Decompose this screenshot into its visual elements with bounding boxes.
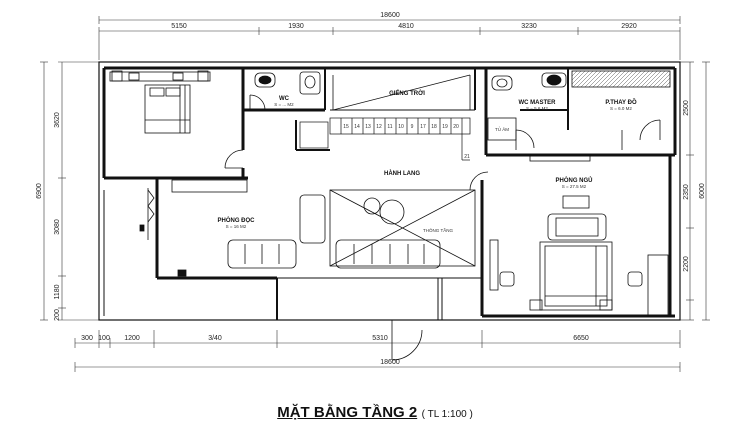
dim-left-seg-4: 200 xyxy=(54,309,61,321)
void-label: THÔNG TẦNG xyxy=(423,227,453,233)
stair-step-5: 11 xyxy=(387,124,392,130)
dim-bottom-seg-6: 6650 xyxy=(573,335,589,342)
drawing-scale: ( TL 1:100 ) xyxy=(421,409,473,420)
sink-icon xyxy=(541,72,567,88)
walls xyxy=(98,61,681,321)
drawing-title-block: MẶT BẰNG TẦNG 2 ( TL 1:100 ) xyxy=(0,404,750,422)
dim-left-seg-1: 3620 xyxy=(54,112,61,128)
dressing-room xyxy=(571,70,671,150)
dim-top-seg-3: 4810 xyxy=(398,23,414,30)
stair-step-12: 21 xyxy=(464,154,470,160)
stair-step-4: 12 xyxy=(376,124,382,130)
dim-top-seg-2: 1930 xyxy=(288,23,304,30)
skylight-label: GIẾNG TRỜI xyxy=(389,89,425,97)
bedroom-top-left xyxy=(109,70,244,169)
dim-top-seg-5: 2920 xyxy=(621,23,637,30)
dim-bottom-seg-5: 5310 xyxy=(372,335,388,342)
dim-top-seg-4: 3230 xyxy=(521,23,537,30)
hallway-label: HÀNH LANG xyxy=(384,170,420,177)
master-bedroom xyxy=(391,195,669,361)
hallway xyxy=(171,171,489,193)
dim-bottom-seg-4: 3/40 xyxy=(208,335,222,342)
drawing-title: MẶT BẰNG TẦNG 2 xyxy=(277,404,418,421)
dim-top-seg-1: 5150 xyxy=(171,23,187,30)
stair-step-7: 9 xyxy=(411,124,414,130)
dressing-area: S = 6.0 M2 xyxy=(610,106,632,111)
chair-icon xyxy=(627,271,643,287)
dim-right-seg-3: 2200 xyxy=(683,256,690,272)
stair-step-8: 17 xyxy=(420,124,426,130)
dim-bottom-seg-2: 100 xyxy=(98,335,110,342)
dim-left-total: 6900 xyxy=(36,183,43,199)
dim-top-total: 18600 xyxy=(380,12,400,19)
wc-label: WC xyxy=(279,96,290,102)
bedroom-label: PHÒNG NGỦ xyxy=(555,176,592,184)
stair-step-10: 19 xyxy=(442,124,448,130)
dim-right-seg-2: 2350 xyxy=(683,184,690,200)
dim-bottom-seg-1: 300 xyxy=(81,335,93,342)
nightstand-icon xyxy=(111,70,123,82)
dim-right-total: 6000 xyxy=(699,183,706,199)
stair-step-3: 13 xyxy=(365,124,371,130)
staircase xyxy=(299,117,471,161)
stair-step-9: 18 xyxy=(431,124,437,130)
sofa-icon xyxy=(547,213,607,241)
bed-icon xyxy=(539,241,613,311)
dim-right-seg-1: 2500 xyxy=(683,100,690,116)
stair-step-11: 20 xyxy=(453,124,459,130)
wc-room xyxy=(249,71,321,111)
wc-master-room xyxy=(487,72,591,162)
toilet-icon xyxy=(491,75,513,91)
chair-icon xyxy=(499,271,515,287)
bed-icon xyxy=(144,84,191,134)
dim-bottom-seg-3: 1200 xyxy=(124,335,140,342)
dim-left-seg-3: 1180 xyxy=(54,284,61,299)
sink-icon xyxy=(299,71,321,95)
dim-left-seg-2: 3080 xyxy=(54,219,61,235)
reading-room xyxy=(139,188,441,277)
sofa-icon xyxy=(227,239,297,269)
dim-bottom-total: 18600 xyxy=(380,359,400,366)
floor-plan: 18600 5150 1930 4810 3230 2920 300 100 1… xyxy=(36,12,710,372)
stair-step-1: 15 xyxy=(343,124,349,130)
dimension-lines xyxy=(40,16,710,372)
wc-area: S = ... M2 xyxy=(274,102,294,107)
wc-master-area: S = 5.6 M2 xyxy=(526,106,548,111)
wc-master-label: WC MASTER xyxy=(519,100,557,106)
dressing-label: P.THAY ĐỒ xyxy=(605,99,637,106)
toilet-icon xyxy=(254,72,276,88)
bedroom-area: S = 27.5 M2 xyxy=(562,184,587,189)
closet-label: TỦ ÂM xyxy=(495,126,509,132)
stair-step-2: 14 xyxy=(354,124,360,130)
skylight xyxy=(332,74,471,111)
sofa-icon xyxy=(335,239,441,269)
stair-step-6: 10 xyxy=(398,124,404,130)
reading-room-label: PHÒNG ĐỌC xyxy=(217,216,255,224)
reading-room-area: S = 16 M2 xyxy=(226,224,247,229)
